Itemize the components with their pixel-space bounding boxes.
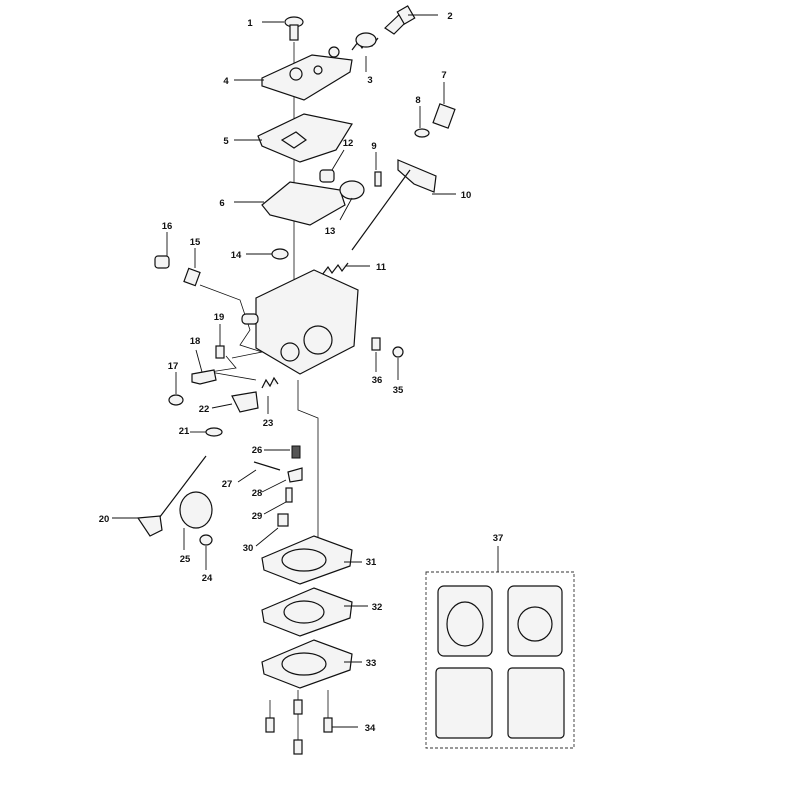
part-11-spring	[321, 262, 349, 276]
part-18-lever	[191, 369, 217, 385]
part-25-plate	[179, 491, 213, 529]
part-29-needle	[285, 487, 293, 503]
part-22-lever	[231, 391, 259, 413]
part-36-spring	[371, 337, 381, 351]
callout-1: 1	[247, 18, 253, 29]
callout-labels: 1 2 3 4 5 6 7 8 9 10 11 12 13 14 15 16 1…	[99, 11, 504, 734]
callout-28: 28	[252, 488, 263, 499]
part-23-spring	[261, 376, 279, 389]
part-24-nut	[199, 534, 213, 546]
part-37-gasket-kit	[425, 571, 575, 749]
part-27-pin	[253, 461, 281, 471]
callout-20: 20	[99, 514, 110, 525]
part-5-gasket	[257, 113, 353, 163]
part-33-cover	[261, 639, 353, 689]
callout-12: 12	[343, 138, 354, 149]
callout-7: 7	[441, 70, 446, 81]
callout-23: 23	[263, 418, 274, 429]
callout-18: 18	[190, 336, 201, 347]
part-17-screw	[168, 394, 184, 406]
part-14-ring	[271, 248, 289, 260]
part-15-spring	[183, 267, 201, 287]
callout-29: 29	[252, 511, 263, 522]
part-body-carburetor	[241, 269, 359, 375]
callout-21: 21	[179, 426, 190, 437]
callout-5: 5	[223, 136, 229, 147]
callout-9: 9	[371, 141, 376, 152]
callout-32: 32	[372, 602, 383, 613]
callout-8: 8	[415, 95, 420, 106]
part-21-washer	[205, 427, 223, 437]
callout-37: 37	[493, 533, 504, 544]
callout-4: 4	[223, 76, 229, 87]
callout-14: 14	[231, 250, 242, 261]
callout-34: 34	[365, 723, 376, 734]
part-32-diaphragm	[261, 587, 353, 637]
callout-3: 3	[367, 75, 372, 86]
callout-2: 2	[447, 11, 452, 22]
part-19-spring	[215, 345, 225, 359]
part-3-spring	[351, 32, 379, 51]
callout-25: 25	[180, 554, 191, 565]
part-12-nut	[319, 169, 335, 183]
callout-22: 22	[199, 404, 210, 415]
part-9-screw	[374, 171, 382, 187]
callout-31: 31	[366, 557, 377, 568]
callout-24: 24	[202, 573, 213, 584]
callout-30: 30	[243, 543, 254, 554]
part-31-gasket	[261, 535, 353, 585]
callout-27: 27	[222, 479, 233, 490]
part-8-washer	[414, 128, 430, 138]
part-6-diaphragm	[261, 181, 346, 226]
callout-19: 19	[214, 312, 225, 323]
callout-15: 15	[190, 237, 201, 248]
callout-26: 26	[252, 445, 263, 456]
part-35-ball	[392, 346, 404, 358]
part-10-throttle-shaft	[351, 159, 437, 251]
part-2-needle	[384, 5, 416, 35]
callout-10: 10	[461, 190, 472, 201]
part-34-screws	[265, 699, 333, 755]
part-7-cap	[432, 103, 456, 129]
leader-lines	[112, 14, 499, 728]
part-13-plate	[339, 180, 365, 200]
part-26-filter	[291, 445, 301, 459]
callout-33: 33	[366, 658, 377, 669]
part-20-choke-shaft	[136, 455, 207, 537]
callout-16: 16	[162, 221, 173, 232]
callout-17: 17	[168, 361, 179, 372]
callout-35: 35	[393, 385, 404, 396]
part-30-seat	[277, 513, 289, 527]
callout-11: 11	[376, 262, 387, 273]
part-1-screw	[284, 16, 304, 41]
part-28-lever	[287, 467, 303, 483]
callout-36: 36	[372, 375, 383, 386]
callout-6: 6	[219, 198, 224, 209]
callout-13: 13	[325, 226, 336, 237]
part-4-cover	[261, 46, 353, 101]
part-16-plug	[154, 255, 170, 269]
